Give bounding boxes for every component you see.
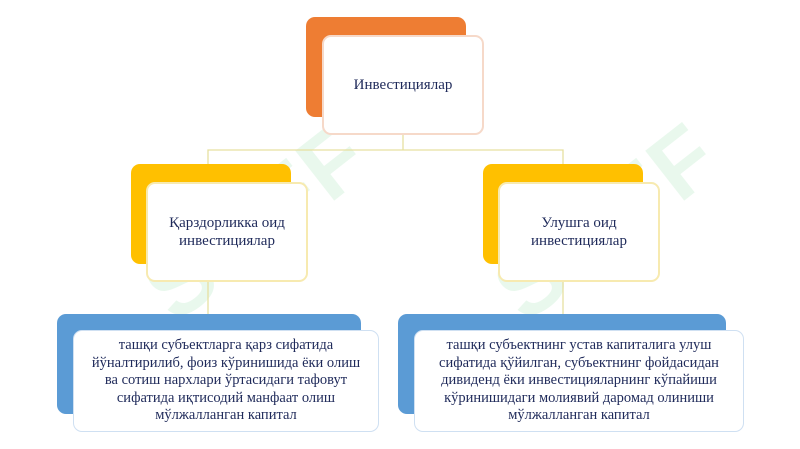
leaf-right-node: ташқи субъектнинг устав капиталига улуш … bbox=[414, 330, 744, 432]
leaf-right-line2: сифатида қўйилган, субъектнинг фойдасида… bbox=[439, 354, 719, 371]
leaf-left-line1: ташқи субъектларга қарз сифатида bbox=[118, 337, 334, 354]
leaf-left-line2: йўналтирилиб, фоиз кўринишида ёки олиш bbox=[91, 354, 361, 371]
leaf-left-line4: сифатида иқтисодий манфаат олиш bbox=[116, 389, 336, 406]
branch-right-label-line2: инвестициялар bbox=[531, 233, 627, 249]
root-node: Инвестициялар bbox=[322, 35, 484, 135]
leaf-right-line4: кўринишидаги молиявий даромад олиниши bbox=[444, 389, 714, 406]
leaf-left-line3: ва сотиш нархлари ўртасидаги тафовут bbox=[104, 372, 348, 389]
leaf-left-node: ташқи субъектларга қарз сифатида йўналти… bbox=[73, 330, 379, 432]
leaf-right-line5: мўлжалланган капитал bbox=[508, 407, 650, 424]
leaf-left-line5: мўлжалланган капитал bbox=[155, 407, 297, 424]
branch-right-node: Улушга оид инвестициялар bbox=[498, 182, 660, 282]
root-node-label: Инвестициялар bbox=[353, 76, 453, 93]
branch-left-label-line1: Қарздорликка оид bbox=[169, 215, 285, 231]
leaf-right-line1: ташқи субъектнинг устав капиталига улуш bbox=[446, 337, 712, 354]
connector-root-branches bbox=[207, 149, 564, 175]
branch-left-node: Қарздорликка оид инвестициялар bbox=[146, 182, 308, 282]
leaf-right-line3: дивиденд ёки инвестицияларнинг кўпайиши bbox=[441, 372, 717, 389]
branch-right-label-line1: Улушга оид bbox=[541, 215, 617, 231]
branch-left-label-line2: инвестициялар bbox=[179, 233, 275, 249]
